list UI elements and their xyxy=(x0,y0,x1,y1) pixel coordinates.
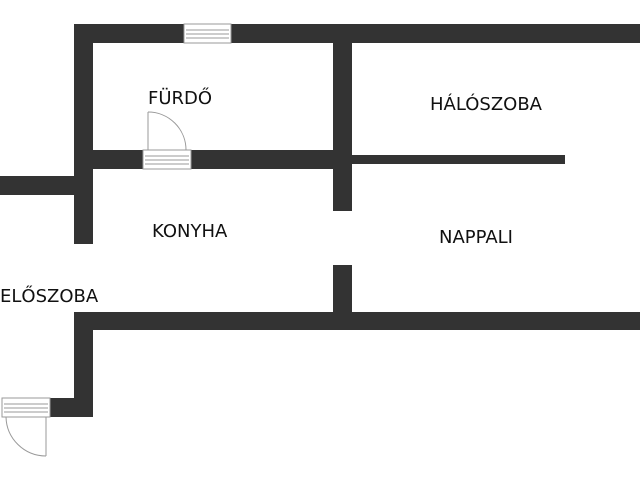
wall-entrance-stub xyxy=(50,398,93,417)
wall-bathroom-bottom-left xyxy=(93,150,143,169)
wall-bedroom-partition xyxy=(352,155,565,164)
wall-left-vertical xyxy=(74,24,93,244)
room-label-konyha: KONYHA xyxy=(152,221,228,242)
wall-left-stub xyxy=(0,176,76,195)
room-label-nappali: NAPPALI xyxy=(439,227,513,248)
wall-top-left xyxy=(74,24,184,43)
door-bathroom xyxy=(142,111,192,170)
wall-lower-horizontal xyxy=(74,312,640,330)
door-entrance xyxy=(1,397,51,457)
wall-middle-vertical-upper xyxy=(333,43,352,211)
room-label-eloszoba: ELŐSZOBA xyxy=(0,286,99,307)
room-label-furdo: FÜRDŐ xyxy=(148,88,213,109)
room-label-haloszoba: HÁLÓSZOBA xyxy=(430,94,542,115)
window-bathroom xyxy=(183,23,232,44)
wall-bathroom-bottom-right xyxy=(191,150,352,169)
wall-top-right xyxy=(231,24,640,43)
wall-lower-left-vertical xyxy=(74,312,93,417)
